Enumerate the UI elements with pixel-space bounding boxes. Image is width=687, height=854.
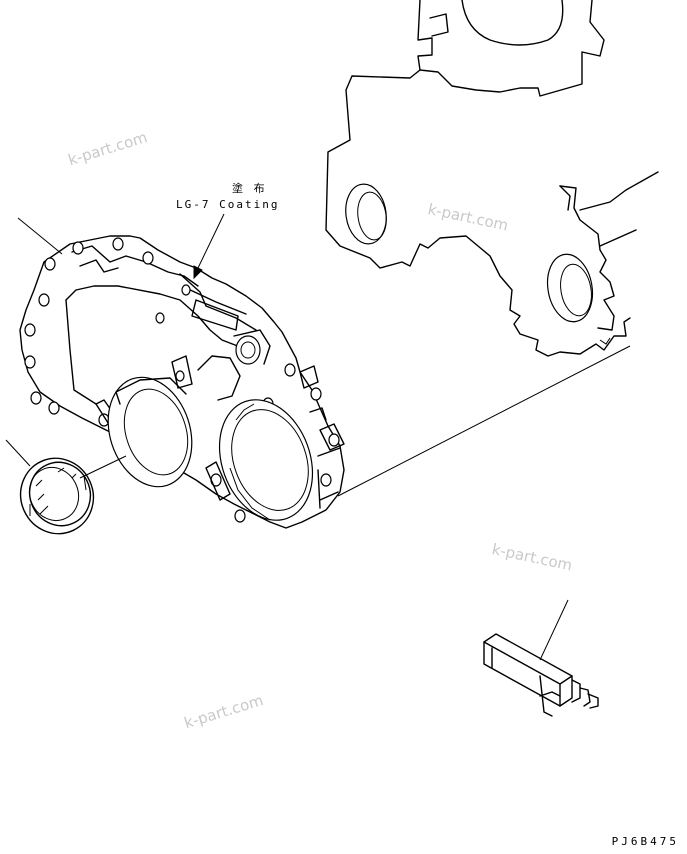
coating-arrow xyxy=(193,213,225,280)
oil-seal xyxy=(19,457,95,535)
coating-label-english: LG-7 Coating xyxy=(176,198,280,211)
alignment-line xyxy=(337,345,631,497)
engine-block-outline xyxy=(325,0,659,357)
drawing-code: PJ6B475 xyxy=(611,835,679,848)
leader-lines xyxy=(5,217,569,661)
front-gear-cover xyxy=(19,235,345,529)
dowel-tool xyxy=(483,633,599,717)
coating-label-japanese: 塗 布 xyxy=(232,182,267,195)
